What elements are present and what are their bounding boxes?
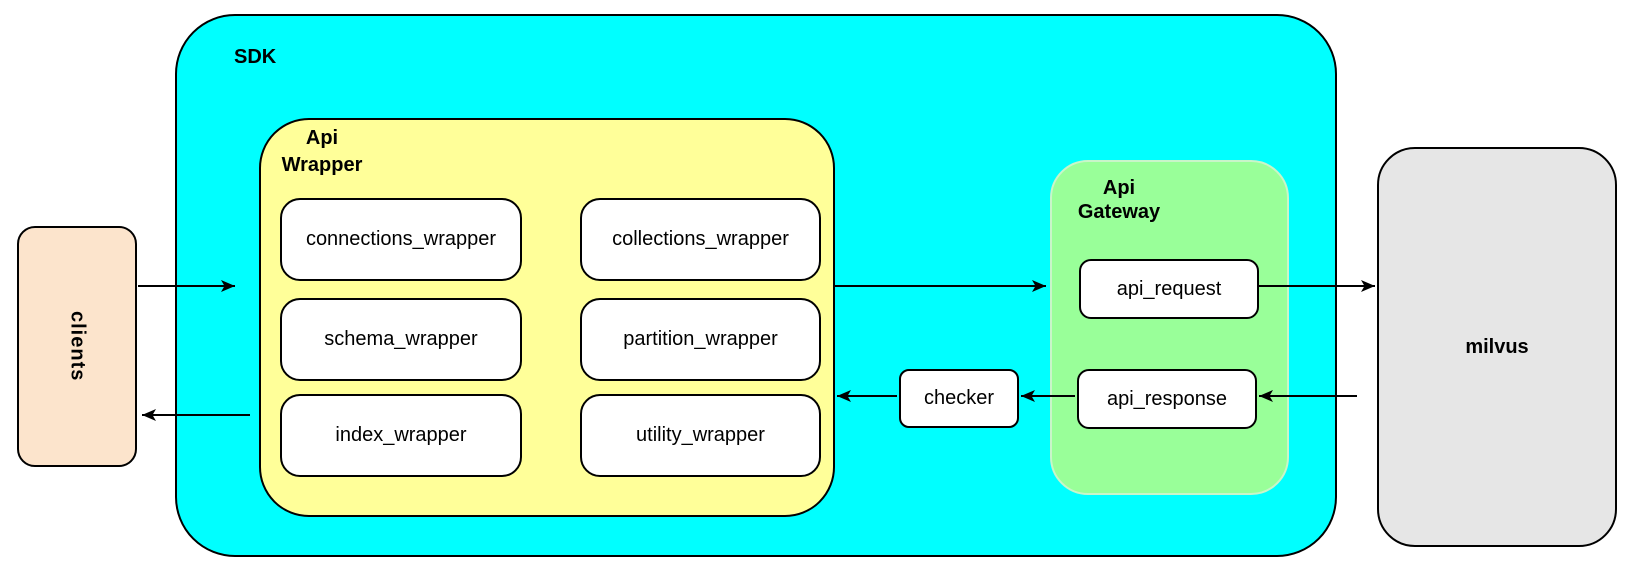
- connections-wrapper-label: connections_wrapper: [305, 228, 497, 250]
- api-gateway-container: Api Gateway api_request api_response: [1050, 160, 1289, 495]
- api-request-label: api_request: [1116, 277, 1222, 300]
- utility-wrapper-label: utility_wrapper: [636, 424, 765, 446]
- clients-box: clients: [17, 226, 137, 467]
- api-gateway-label: Api Gateway: [1077, 177, 1161, 223]
- wrapper-box-collections: collections_wrapper: [580, 198, 821, 281]
- wrapper-box-utility: utility_wrapper: [580, 394, 821, 477]
- partition-wrapper-label: partition_wrapper: [623, 328, 778, 350]
- sdk-container: SDK Api Wrapper connections_wrapper coll…: [175, 14, 1337, 557]
- wrapper-box-index: index_wrapper: [280, 394, 522, 477]
- wrapper-box-partition: partition_wrapper: [580, 298, 821, 381]
- milvus-label: milvus: [1465, 335, 1529, 358]
- schema-wrapper-label: schema_wrapper: [324, 328, 478, 350]
- wrapper-box-connections: connections_wrapper: [280, 198, 522, 281]
- sdk-label: SDK: [234, 46, 277, 68]
- milvus-box: milvus: [1377, 147, 1617, 547]
- wrapper-box-schema: schema_wrapper: [280, 298, 522, 381]
- api-wrapper-container: Api Wrapper connections_wrapper collecti…: [259, 118, 835, 517]
- checker-label: checker: [923, 387, 995, 409]
- api-response-box: api_response: [1077, 369, 1257, 429]
- index-wrapper-label: index_wrapper: [335, 424, 467, 446]
- api-request-box: api_request: [1079, 259, 1259, 319]
- api-response-label: api_response: [1106, 387, 1228, 410]
- checker-box: checker: [899, 369, 1019, 428]
- clients-label: clients: [66, 311, 89, 382]
- api-wrapper-label: Api Wrapper: [281, 127, 363, 176]
- collections-wrapper-label: collections_wrapper: [612, 228, 789, 250]
